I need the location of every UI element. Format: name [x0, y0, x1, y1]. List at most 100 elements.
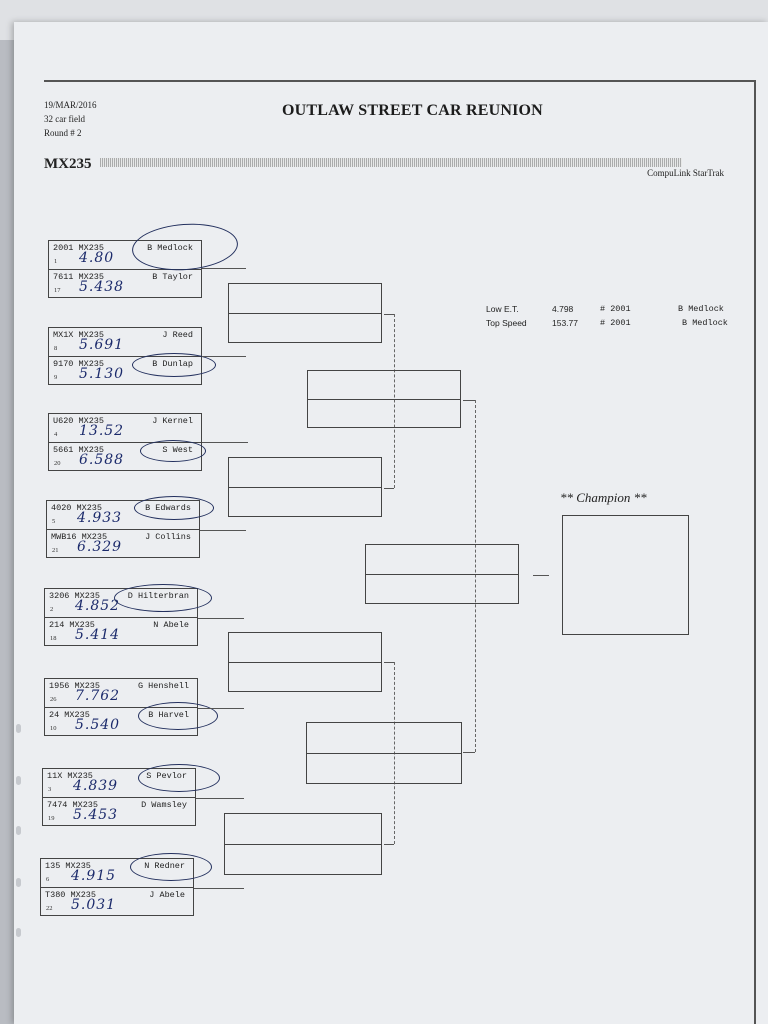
- handwritten-et: 7.762: [75, 688, 121, 704]
- bracket-connector: [463, 400, 475, 401]
- car-number: 3206 MX235: [49, 591, 101, 601]
- lane-divider: [49, 269, 201, 270]
- bracket-connector: [533, 575, 549, 576]
- event-date: 19/MAR/2016: [44, 100, 97, 110]
- bracket-connector: [200, 530, 246, 531]
- handwritten-et: 5.453: [73, 807, 119, 823]
- seed-number: 17: [54, 287, 61, 294]
- bracket-connector: [202, 356, 246, 357]
- seed-number: 10: [50, 725, 57, 732]
- round-number: Round # 2: [44, 128, 82, 138]
- handwritten-et: 6.588: [79, 452, 125, 468]
- handwritten-et: 5.414: [75, 627, 121, 643]
- car-number: 1956 MX235: [49, 681, 101, 691]
- event-title: OUTLAW STREET CAR REUNION: [282, 102, 543, 119]
- driver-name: J Kernel: [152, 416, 193, 426]
- handwritten-et: 5.031: [71, 897, 117, 913]
- final-box: [365, 544, 519, 604]
- field-size: 32 car field: [44, 114, 85, 124]
- lane-divider: [49, 442, 201, 443]
- seed-number: 26: [50, 696, 57, 703]
- punch-hole: [16, 878, 21, 887]
- stats-top-speed-car: # 2001: [600, 318, 631, 328]
- lane-divider: [47, 529, 199, 530]
- semifinal-box-2: [306, 722, 462, 784]
- seed-number: 19: [48, 815, 55, 822]
- handwritten-et: 4.915: [71, 868, 117, 884]
- matchup-7: 11X MX235 S Pevlor 3 4.839 7474 MX235 D …: [42, 768, 196, 826]
- stats-top-speed-label: Top Speed: [486, 318, 527, 328]
- stats-low-et-car: # 2001: [600, 304, 631, 314]
- car-number: 5661 MX235: [53, 445, 105, 455]
- punch-hole: [16, 928, 21, 937]
- seed-number: 18: [50, 635, 57, 642]
- punch-hole: [16, 724, 21, 733]
- car-number: U620 MX235: [53, 416, 105, 426]
- lane-bottom: MWB16 MX235 J Collins 21 6.329: [47, 530, 199, 558]
- bracket-connector: [384, 488, 394, 489]
- seed-number: 20: [54, 460, 61, 467]
- bracket-connector-dashed: [475, 400, 476, 752]
- seed-number: 1: [54, 258, 58, 265]
- lane-bottom: 214 MX235 N Abele 18 5.414: [45, 618, 197, 646]
- round2-box-3: [228, 632, 382, 692]
- bracket-connector: [196, 798, 244, 799]
- brand-label: CompuLink StarTrak: [647, 168, 724, 178]
- stats-panel: Low E.T. 4.798 # 2001 B Medlock Top Spee…: [486, 304, 736, 332]
- driver-name: J Abele: [149, 890, 185, 900]
- car-number: 11X MX235: [47, 771, 93, 781]
- seed-number: 2: [50, 606, 54, 613]
- class-rule: [100, 158, 682, 167]
- punch-hole: [16, 826, 21, 835]
- handwritten-et: 6.329: [77, 539, 123, 555]
- driver-name: G Henshell: [137, 681, 189, 691]
- class-name: MX235: [44, 156, 92, 172]
- lane-top: 2001 MX235 B Medlock 1 4.80: [49, 241, 201, 269]
- semifinal-box-1: [307, 370, 461, 428]
- bracket-connector: [384, 662, 394, 663]
- winner-circle: [140, 440, 206, 462]
- seed-number: 22: [46, 905, 53, 912]
- stats-top-speed-driver: B Medlock: [682, 318, 728, 328]
- lane-bottom: 7474 MX235 D Wamsley 19 5.453: [43, 798, 195, 826]
- seed-number: 6: [46, 876, 50, 883]
- car-number: MX1X MX235: [53, 330, 105, 340]
- lane-bottom: T380 MX235 J Abele 22 5.031: [41, 888, 193, 916]
- winner-circle: [138, 764, 220, 792]
- car-number: MWB16 MX235: [51, 532, 108, 542]
- car-number: 7611 MX235: [53, 272, 105, 282]
- bracket-connector: [384, 314, 394, 315]
- stats-low-et: Low E.T. 4.798 # 2001 B Medlock: [486, 304, 736, 318]
- lane-divider: [45, 617, 197, 618]
- matchup-1: 2001 MX235 B Medlock 1 4.80 7611 MX235 B…: [48, 240, 202, 298]
- handwritten-et: 4.839: [73, 778, 119, 794]
- seed-number: 8: [54, 345, 58, 352]
- stats-low-et-driver: B Medlock: [678, 304, 724, 314]
- bracket-connector: [202, 442, 248, 443]
- lane-top: MX1X MX235 J Reed 8 5.691: [49, 328, 201, 356]
- car-number: T380 MX235: [45, 890, 97, 900]
- lane-top: 1956 MX235 G Henshell 26 7.762: [45, 679, 197, 707]
- winner-circle: [134, 496, 214, 520]
- winner-circle: [114, 584, 212, 612]
- stats-low-et-label: Low E.T.: [486, 304, 519, 314]
- lane-divider: [43, 797, 195, 798]
- bracket-connector: [194, 888, 244, 889]
- seed-number: 4: [54, 431, 58, 438]
- lane-bottom: 7611 MX235 B Taylor 17 5.438: [49, 270, 201, 298]
- bracket-connector: [202, 268, 246, 269]
- handwritten-et: 4.80: [79, 250, 115, 266]
- car-number: 2001 MX235: [53, 243, 105, 253]
- seed-number: 5: [52, 518, 56, 525]
- bracket-connector: [198, 708, 244, 709]
- driver-name: J Reed: [162, 330, 193, 340]
- handwritten-et: 4.852: [75, 598, 121, 614]
- bracket-connector: [463, 752, 475, 753]
- bracket-connector: [384, 844, 394, 845]
- champion-box: [562, 515, 689, 635]
- champion-label: ** Champion **: [560, 490, 647, 505]
- frame-right-rule: [754, 80, 756, 1024]
- frame-top-rule: [44, 80, 756, 82]
- handwritten-et: 5.540: [75, 717, 121, 733]
- car-number: 24 MX235: [49, 710, 90, 720]
